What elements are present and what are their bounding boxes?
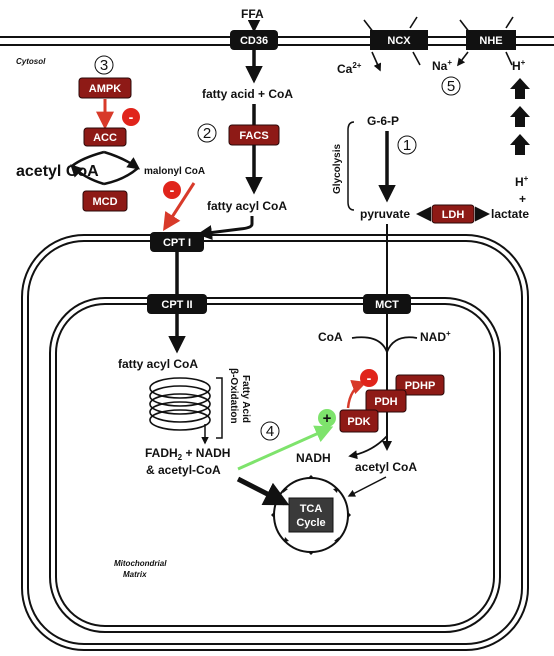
ffa-label: FFA: [241, 7, 264, 21]
ncx-label: NCX: [387, 35, 411, 47]
step-3-circle: [94, 55, 114, 75]
step-4-marker: 4: [266, 423, 274, 440]
fatty-acyl-to-cpt1-arrow: [197, 216, 254, 240]
facs-label: FACS: [239, 130, 268, 142]
proton-efflux-arrows: [510, 78, 530, 155]
step-5-circle: [441, 76, 461, 96]
cpt1-transporter: [150, 232, 204, 252]
malonyl-coa-label: malonyl CoA: [144, 166, 205, 177]
pdk-inhibit-badge: [360, 369, 378, 387]
step-2-circle: [197, 123, 217, 143]
cd36-label: CD36: [240, 35, 268, 47]
mcd-label: MCD: [92, 196, 117, 208]
plus-label: +: [519, 192, 526, 206]
pdk-inhibit-sign: -: [367, 370, 372, 386]
beta-oxidation-label-line2: β-Oxidation: [228, 368, 239, 424]
mitochondrial-outer-membrane: [21, 234, 529, 651]
pdh-to-nadh-arc: [348, 435, 388, 460]
pdk-label: PDK: [347, 416, 370, 428]
step-1-circle: [397, 135, 417, 155]
pdhp-enzyme: [395, 374, 445, 396]
acc-to-malonyl-arc: [103, 150, 141, 170]
nad-label: NAD+: [420, 329, 451, 344]
cpt2-label: CPT II: [161, 299, 192, 311]
step-3-marker: 3: [100, 57, 108, 74]
nad-input-arc: [386, 336, 418, 353]
acc-label: ACC: [93, 132, 117, 144]
pdk-activate-badge: [318, 409, 336, 427]
cytosol-label: Cytosol: [16, 57, 46, 66]
step-4-circle: [260, 421, 280, 441]
mitochondrial-inner-membrane: [49, 297, 501, 633]
nadh-label: NADH: [296, 451, 331, 465]
and-acetyl-coa-label: & acetyl-CoA: [146, 463, 221, 477]
glycolysis-label: Glycolysis: [332, 144, 343, 194]
ampk-inhibit-badge: [122, 108, 140, 126]
pdk-activate-sign: +: [323, 410, 332, 427]
cd36-transporter: [230, 30, 278, 50]
na-label: Na+: [432, 58, 452, 73]
tca-cycle-box: [288, 497, 334, 533]
cycle-arc-right: [103, 167, 139, 186]
mct-transporter: [363, 294, 411, 314]
cycle-arc-left: [71, 150, 105, 167]
fatty-acid-coa-label: fatty acid + CoA: [202, 87, 293, 101]
beta-oxidation-label-line1: Fatty Acid: [240, 375, 251, 423]
ampk-label: AMPK: [89, 83, 121, 95]
fatty-acyl-coa-matrix-label: fatty acyl CoA: [118, 357, 198, 371]
malonyl-inhibit-sign: -: [170, 182, 175, 198]
pyruvate-label: pyruvate: [360, 207, 410, 221]
step-2-marker: 2: [203, 125, 211, 142]
tca-label-line2: Cycle: [296, 517, 325, 529]
lactate-label: lactate: [491, 207, 529, 221]
fadh2-nadh-label: FADH2 + NADH: [145, 446, 230, 462]
g6p-label: G-6-P: [367, 114, 399, 128]
nhe-exchanger: [458, 16, 516, 65]
pdhp-label: PDHP: [405, 380, 436, 392]
coa-matrix-label: CoA: [318, 330, 343, 344]
acetyl-coa-matrix-label: acetyl CoA: [355, 460, 417, 474]
pdh-enzyme: [365, 389, 407, 413]
step-1-marker: 1: [403, 137, 411, 154]
ampk-enzyme: [78, 77, 132, 99]
pdk-inhibit-pdh-arrow: [346, 379, 367, 409]
ca2-label: Ca2+: [337, 61, 362, 76]
beta-oxidation-spiral: [149, 377, 211, 431]
acetyl-coa-matrix-to-tca-arrow: [347, 476, 387, 497]
acetyl-coa-cytosol-label: acetyl CoA: [16, 163, 99, 180]
mct-label: MCT: [375, 299, 399, 311]
matrix-label-line2: Matrix: [123, 570, 147, 579]
mcd-to-acetyl-arc: [70, 164, 105, 186]
tca-label-line1: TCA: [300, 503, 323, 515]
ampk-inhibit-sign: -: [129, 109, 134, 125]
h-top-label: H+: [512, 58, 526, 73]
nhe-label: NHE: [479, 35, 502, 47]
ncx-exchanger: [363, 16, 428, 70]
matrix-label-line1: Mitochondrial: [114, 559, 167, 568]
pdk-enzyme: [339, 409, 379, 433]
ldh-enzyme: [431, 204, 475, 224]
beta-oxidation-bracket: [216, 377, 223, 439]
acetyl-coa-activates-pdk-arrow: [237, 425, 334, 471]
malonyl-inhibit-cpt1-arrow: [163, 182, 196, 232]
fatty-acyl-coa-cytosol-label: fatty acyl CoA: [207, 199, 287, 213]
cpt2-transporter: [147, 294, 207, 314]
mcd-enzyme: [82, 190, 128, 212]
step-5-marker: 5: [447, 78, 455, 95]
glycolysis-bracket: [347, 121, 355, 211]
h-mid-label: H+: [515, 174, 529, 189]
tca-cycle-ticks: [271, 475, 351, 555]
cpt1-label: CPT I: [163, 237, 191, 249]
acc-enzyme: [83, 127, 127, 147]
malonyl-inhibit-badge: [163, 181, 181, 199]
coa-input-arc: [351, 336, 388, 353]
ldh-label: LDH: [442, 209, 465, 221]
pdh-label: PDH: [374, 396, 397, 408]
